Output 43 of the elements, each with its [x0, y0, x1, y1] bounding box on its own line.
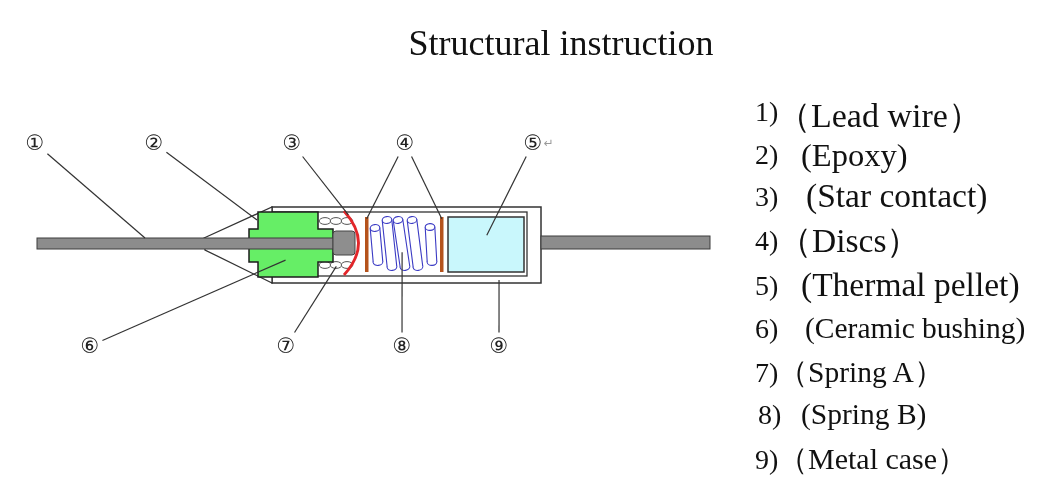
part-name: (Spring B)	[801, 400, 927, 430]
leader-line	[366, 155, 399, 220]
leader-line	[498, 279, 500, 334]
coil-spring	[369, 216, 438, 271]
leader-line	[101, 259, 287, 342]
part-name: （Lead wire）	[777, 99, 982, 133]
part-name: (Epoxy)	[801, 138, 908, 172]
callout-number: ③	[282, 132, 302, 154]
diagram-title: Structural instruction	[408, 25, 714, 61]
callout-number: ①	[25, 132, 45, 154]
part-name: (Ceramic bushing)	[805, 314, 1026, 344]
leader-line	[410, 155, 443, 220]
list-marker: 3)	[755, 183, 779, 211]
star-contact	[342, 210, 360, 276]
thermal-pellet	[447, 216, 525, 273]
lead-wire	[36, 235, 711, 250]
part-name: (Thermal pellet)	[801, 268, 1020, 302]
part-name: （Metal case）	[778, 444, 968, 474]
part-name: （Discs）	[778, 224, 921, 258]
leader-line	[401, 251, 403, 334]
list-marker: 5)	[755, 272, 779, 300]
callout-number: ④	[395, 132, 415, 154]
list-marker: 6)	[755, 315, 779, 343]
list-marker: 8)	[758, 401, 782, 429]
list-marker: 1)	[755, 98, 779, 126]
leader-line	[486, 155, 527, 236]
list-marker: 9)	[755, 446, 779, 474]
callout-number: ⑨	[489, 335, 509, 357]
callout-number: ⑥	[80, 335, 100, 357]
list-marker: 2)	[755, 141, 779, 169]
callout-number: ②	[144, 132, 164, 154]
callout-number: ⑤	[523, 132, 543, 154]
part-name: （Spring A）	[778, 358, 944, 388]
leader-line	[293, 265, 337, 334]
part-name: (Star contact)	[806, 179, 988, 213]
list-marker: 4)	[755, 227, 779, 255]
list-marker: 7)	[755, 359, 779, 387]
leader-line	[165, 151, 258, 221]
callout-number: ⑧	[392, 335, 412, 357]
leader-line	[46, 153, 146, 239]
leader-line	[302, 155, 349, 216]
return-mark: ↵	[543, 137, 554, 149]
callout-number: ⑦	[276, 335, 296, 357]
